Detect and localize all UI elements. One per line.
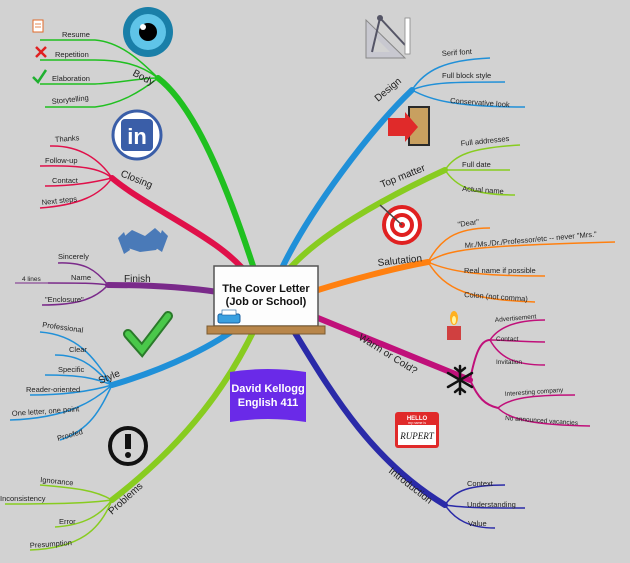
center-title-line1: The Cover Letter xyxy=(222,283,310,295)
exclamation-icon xyxy=(108,426,148,466)
warm-item-advertisement: Advertisement xyxy=(495,313,537,324)
branch-closing: Closing Thanks Follow-up Contact Next st… xyxy=(39,133,253,281)
svg-text:RUPERT: RUPERT xyxy=(399,431,434,441)
salutation-item-dear: "Dear" xyxy=(457,217,480,229)
problems-item-inconsistency: Inconsistency xyxy=(0,494,46,503)
salutation-item-titles: Mr./Ms./Dr./Professor/etc -- never "Mrs.… xyxy=(464,229,597,250)
branch-finish: Finish Sincerely Name 4 lines "Enclosure… xyxy=(15,252,221,306)
candle-icon xyxy=(447,311,461,340)
branch-label-body: Body xyxy=(131,68,156,88)
closing-item-next-steps: Next steps xyxy=(41,194,77,207)
problems-item-ignorance: Ignorance xyxy=(40,475,74,487)
problems-item-error: Error xyxy=(59,517,76,526)
drafting-tools-icon xyxy=(365,15,411,59)
closing-item-contact: Contact xyxy=(52,176,79,185)
target-icon xyxy=(379,204,422,245)
body-item-elaboration: Elaboration xyxy=(52,74,90,83)
door-exit-icon xyxy=(388,106,430,146)
linkedin-icon: in xyxy=(111,109,163,161)
style-item-clear: Clear xyxy=(69,345,87,354)
handshake-icon xyxy=(118,228,168,254)
name-tag-icon: HELLO my name is RUPERT xyxy=(395,412,439,448)
svg-text:in: in xyxy=(127,124,147,149)
author-badge: David Kellogg English 411 xyxy=(230,369,306,422)
warm-item-contact: Contact xyxy=(496,336,519,343)
finish-item-name: Name xyxy=(71,273,91,282)
style-item-reader-oriented: Reader-oriented xyxy=(26,385,80,394)
intro-item-value: Value xyxy=(468,519,487,528)
closing-item-thanks: Thanks xyxy=(55,133,80,144)
top-item-full-date: Full date xyxy=(462,160,491,169)
style-item-specific: Specific xyxy=(58,365,85,374)
design-item-serif-font: Serif font xyxy=(442,47,473,58)
branch-label-top-matter: Top matter xyxy=(379,163,428,191)
author-course: English 411 xyxy=(238,397,299,409)
top-item-actual-name: Actual name xyxy=(462,184,504,196)
svg-text:HELLO: HELLO xyxy=(407,416,428,422)
body-item-resume: Resume xyxy=(62,30,90,39)
eye-icon xyxy=(123,7,173,57)
salutation-item-colon: Colon (not comma) xyxy=(464,290,529,303)
salutation-item-real-name: Real name if possible xyxy=(464,266,536,275)
intro-item-context: Context xyxy=(467,479,494,488)
checkmark-icon xyxy=(32,69,48,84)
style-item-proofed: Proofed xyxy=(56,427,84,443)
cold-item-no-vacancies: No announced vacancies xyxy=(505,415,579,427)
document-icon xyxy=(32,19,44,33)
branch-label-finish: Finish xyxy=(124,274,151,285)
closing-item-follow-up: Follow-up xyxy=(45,156,78,165)
finish-item-enclosure: "Enclosure" xyxy=(45,295,84,304)
red-x-icon xyxy=(35,46,47,58)
design-item-conservative: Conservative look xyxy=(450,96,510,109)
svg-text:my name is: my name is xyxy=(408,421,426,425)
body-item-storytelling: Storytelling xyxy=(51,93,89,106)
big-check-icon xyxy=(123,311,173,358)
problems-item-presumption: Presumption xyxy=(30,538,73,550)
body-item-repetition: Repetition xyxy=(55,50,89,59)
branch-salutation: Salutation "Dear" Mr./Ms./Dr./Professor/… xyxy=(315,217,616,303)
finish-item-sincerely: Sincerely xyxy=(58,252,89,261)
snowflake-icon xyxy=(446,364,474,396)
central-topic[interactable]: The Cover Letter (Job or School) xyxy=(206,265,326,335)
intro-item-understanding: Understanding xyxy=(467,500,516,509)
warm-item-invitation: Invitation xyxy=(496,359,522,366)
author-name: David Kellogg xyxy=(231,383,304,395)
design-item-full-block: Full block style xyxy=(442,71,491,80)
branch-label-salutation: Salutation xyxy=(377,253,422,269)
finish-name-sub: 4 lines xyxy=(22,276,42,283)
center-title-line2: (Job or School) xyxy=(226,296,307,308)
cold-item-interesting-company: Interesting company xyxy=(505,387,565,398)
branch-label-introduction: Introduction xyxy=(386,466,434,507)
